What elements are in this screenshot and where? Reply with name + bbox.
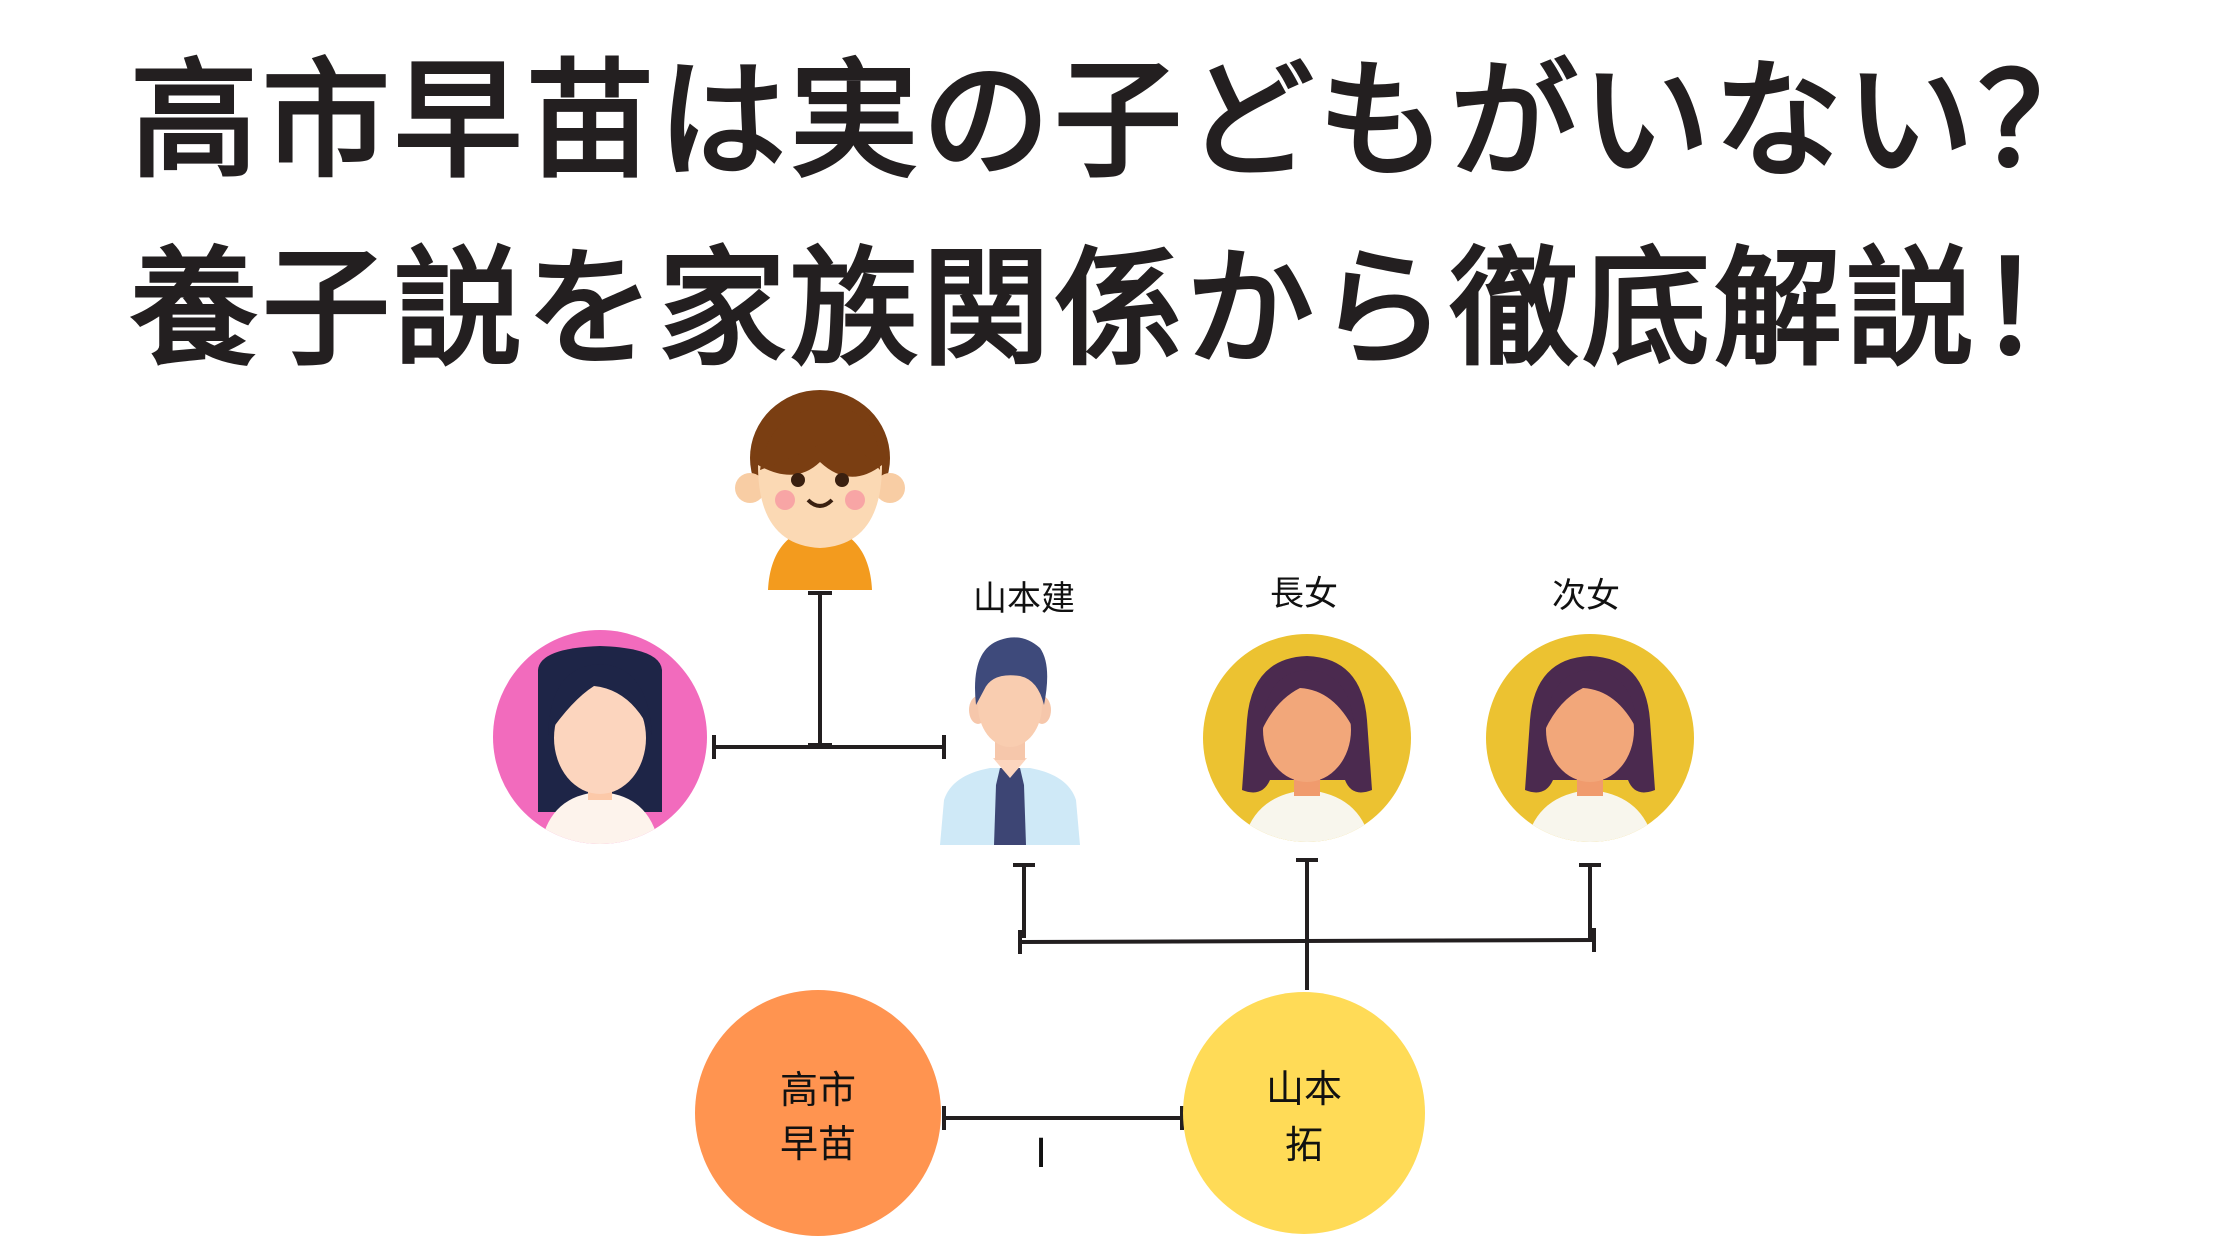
marriage-mark: I [1035, 1131, 1047, 1177]
daughter-icon [1486, 634, 1694, 842]
boy-icon [735, 390, 905, 590]
businessman-icon [940, 637, 1080, 845]
connector-lines [712, 591, 1601, 1130]
younger-daughter-label: 次女 [1552, 576, 1620, 616]
yamamoto-label-line1: 山本 [1266, 1067, 1342, 1111]
yamamoto-node: 山本 拓 [1183, 992, 1425, 1234]
title-line-1: 高市早苗は実の子どもがいない？ [129, 47, 2110, 196]
father-label: 山本建 [973, 579, 1075, 619]
takaichi-label-line1: 高市 [780, 1068, 856, 1112]
elder-daughter-label: 長女 [1270, 574, 1338, 614]
woman-icon [493, 630, 707, 844]
yamamoto-label-line2: 拓 [1285, 1123, 1323, 1167]
takaichi-label-line2: 早苗 [780, 1122, 856, 1166]
daughter-icon [1203, 634, 1411, 842]
takaichi-node: 高市 早苗 [695, 990, 941, 1236]
title-line-2: 養子説を家族関係から徹底解説！ [129, 235, 2110, 384]
